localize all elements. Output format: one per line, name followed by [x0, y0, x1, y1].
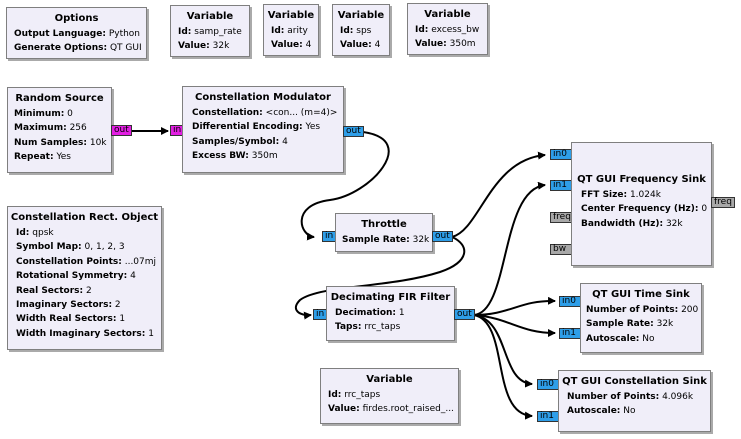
fir-in-port[interactable]: in: [313, 309, 327, 320]
freq-sink-in1-port[interactable]: in1: [550, 180, 572, 191]
wire-throttle-to-fir: [294, 236, 466, 320]
freq-sink-freq-in-port[interactable]: freq: [550, 212, 572, 223]
throttle-block[interactable]: Throttle Sample Rate: 32k: [335, 213, 433, 252]
constellation-rect-object-block[interactable]: Constellation Rect. Object Id: qpsk Symb…: [7, 206, 162, 350]
const-sink-in0-port[interactable]: in0: [537, 379, 559, 390]
output-language-value: Python: [108, 29, 141, 39]
variable-rrc-taps-block[interactable]: Variable Id: rrc_taps Value: firdes.root…: [320, 368, 459, 424]
variable-samp-rate-block[interactable]: Variable Id: samp_rate Value: 32k: [170, 5, 250, 57]
wire-modulator-to-throttle: [300, 131, 390, 241]
constellation-modulator-block[interactable]: Constellation Modulator Constellation: <…: [182, 86, 344, 173]
wire-fir-to-time-in0: [473, 296, 556, 316]
options-block[interactable]: Options Output Language: Python Generate…: [6, 7, 147, 59]
throttle-in-port[interactable]: in: [322, 231, 336, 242]
modulator-out-port[interactable]: out: [343, 126, 364, 137]
qt-gui-constellation-sink-block[interactable]: QT GUI Constellation Sink Number of Poin…: [558, 370, 711, 432]
random-source-out-port[interactable]: out: [111, 125, 132, 136]
wire-fir-to-freq-in1: [473, 181, 546, 316]
variable-sps-block[interactable]: Variable Id: sps Value: 4: [332, 4, 390, 56]
qt-gui-frequency-sink-block[interactable]: QT GUI Frequency Sink FFT Size: 1.024k C…: [571, 142, 712, 266]
fir-out-port[interactable]: out: [454, 309, 475, 320]
throttle-out-port[interactable]: out: [432, 231, 453, 242]
freq-sink-in0-port[interactable]: in0: [550, 149, 572, 160]
freq-sink-bw-in-port[interactable]: bw: [550, 244, 572, 255]
wire-fir-to-const-in1: [473, 314, 533, 420]
time-sink-in0-port[interactable]: in0: [559, 296, 581, 307]
generate-options-value: QT GUI: [109, 43, 142, 54]
const-sink-in1-port[interactable]: in1: [537, 411, 559, 422]
time-sink-in1-port[interactable]: in1: [559, 328, 581, 339]
random-source-block[interactable]: Random Source Minimum: 0 Maximum: 256 Nu…: [7, 87, 112, 173]
qt-gui-time-sink-block[interactable]: QT GUI Time Sink Number of Points: 200 S…: [580, 283, 702, 353]
variable-excess-bw-block[interactable]: Variable Id: excess_bw Value: 350m: [407, 3, 488, 55]
wire-throttle-to-freq-in0: [451, 151, 546, 238]
freq-sink-freq-out-port[interactable]: freq: [711, 197, 735, 208]
wire-fir-to-time-in1: [473, 314, 556, 337]
variable-arity-block[interactable]: Variable Id: arity Value: 4: [263, 4, 319, 56]
decimating-fir-filter-block[interactable]: Decimating FIR Filter Decimation: 1 Taps…: [326, 286, 455, 341]
block-title: Options: [54, 13, 99, 24]
wire-fir-to-const-in0: [473, 314, 533, 388]
